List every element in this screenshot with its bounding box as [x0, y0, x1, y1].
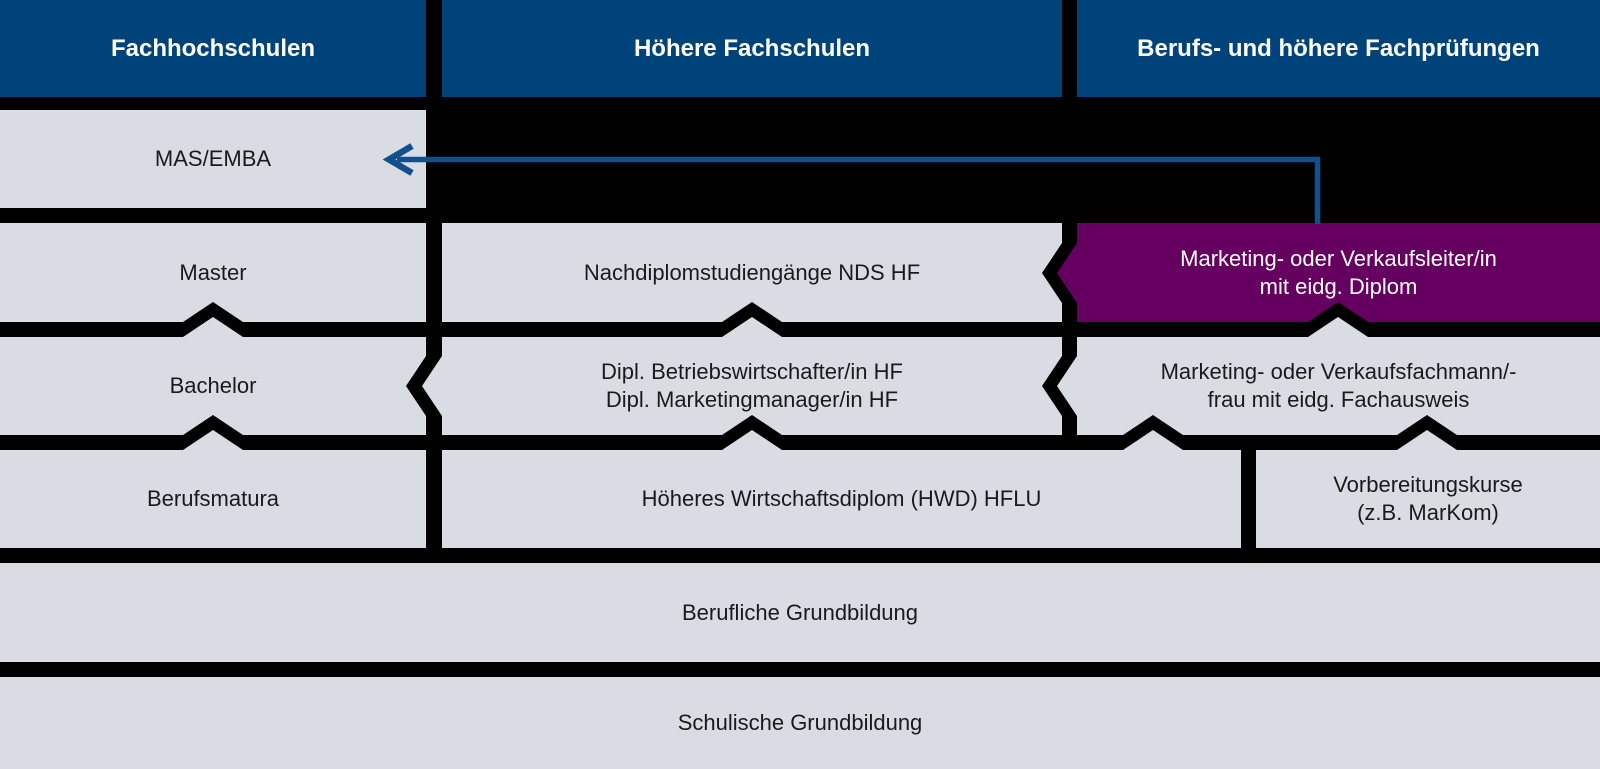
- box-nds-hf-label: Nachdiplomstudiengänge NDS HF: [583, 259, 921, 285]
- box-master-label: Master: [179, 259, 247, 285]
- box-marketing-verkaufsleiter-line2: mit eidg. Diplom: [1259, 273, 1418, 299]
- box-marketing-verkaufsfachmann: Marketing- oder Verkaufsfachmann/- frau …: [1057, 317, 1600, 435]
- row-berufliche-grundbildung: Berufliche Grundbildung: [0, 563, 1600, 662]
- box-bachelor-label: Bachelor: [169, 373, 257, 398]
- box-vorbereitungskurse: Vorbereitungskurse (z.B. MarKom): [1256, 430, 1600, 548]
- box-mas-emba-label: MAS/EMBA: [154, 146, 272, 171]
- header-fachhochschulen: Fachhochschulen: [0, 0, 426, 97]
- header-hoehere-fachschulen-label: Höhere Fachschulen: [633, 34, 871, 62]
- box-marketing-verkaufsleiter-highlight: Marketing- oder Verkaufsleiter/in mit ei…: [1057, 223, 1600, 322]
- row-schulische-grundbildung: Schulische Grundbildung: [0, 677, 1600, 769]
- box-mas-emba: MAS/EMBA: [0, 110, 426, 208]
- box-nachdiplomstudiengaenge-nds-hf: Nachdiplomstudiengänge NDS HF: [442, 223, 1062, 322]
- header-hoehere-fachschulen: Höhere Fachschulen: [442, 0, 1062, 97]
- header-berufs-und-hoehere-fachpruefungen-label: Berufs- und höhere Fachprüfungen: [1137, 34, 1540, 62]
- box-hwd-hflu-label: Höheres Wirtschaftsdiplom (HWD) HFLU: [641, 486, 1042, 511]
- box-master: Master: [0, 223, 426, 322]
- box-bachelor: Bachelor: [0, 317, 426, 435]
- box-dipl-hf-line2: Dipl. Marketingmanager/in HF: [605, 387, 899, 412]
- box-dipl-hf-line1: Dipl. Betriebswirtschafter/in HF: [601, 359, 903, 384]
- box-vorbereitungskurse-line2: (z.B. MarKom): [1357, 500, 1499, 525]
- box-hoeheres-wirtschaftsdiplom-hwd-hflu: Höheres Wirtschaftsdiplom (HWD) HFLU: [442, 430, 1241, 548]
- box-berufsmatura-label: Berufsmatura: [146, 486, 280, 511]
- box-vorbereitungskurse-line1: Vorbereitungskurse: [1333, 472, 1523, 497]
- box-berufsmatura: Berufsmatura: [0, 430, 426, 548]
- box-marketing-verkaufsfachmann-line1: Marketing- oder Verkaufsfachmann/-: [1160, 359, 1517, 384]
- header-fachhochschulen-label: Fachhochschulen: [110, 34, 316, 62]
- box-marketing-verkaufsleiter-line1: Marketing- oder Verkaufsleiter/in: [1180, 245, 1497, 271]
- box-dipl-betriebswirtschafter-marketingmanager-hf: Dipl. Betriebswirtschafter/in HF Dipl. M…: [422, 317, 1062, 435]
- box-marketing-verkaufsfachmann-line2: frau mit eidg. Fachausweis: [1207, 387, 1470, 412]
- row-berufliche-grundbildung-label: Berufliche Grundbildung: [681, 599, 919, 625]
- row-schulische-grundbildung-label: Schulische Grundbildung: [677, 710, 923, 735]
- header-berufs-und-hoehere-fachpruefungen: Berufs- und höhere Fachprüfungen: [1077, 0, 1600, 97]
